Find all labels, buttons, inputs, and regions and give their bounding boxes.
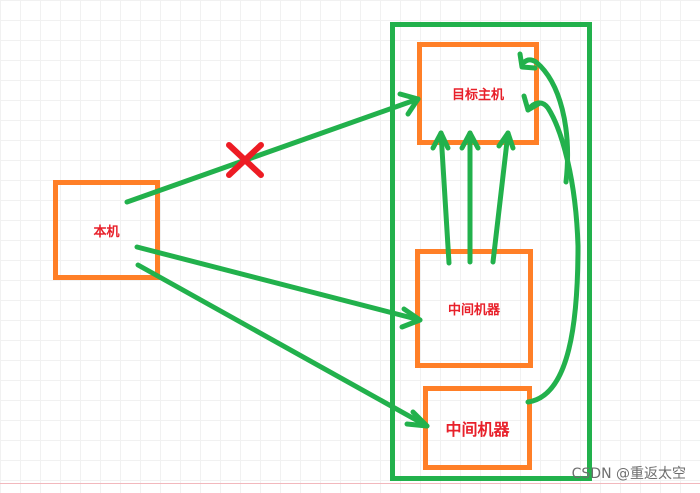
arrow-local-to-middle1 [134,244,423,330]
middle-machine-2-label: 中间机器 [445,420,510,439]
arrow-local-to-middle2 [135,262,430,429]
middle-machine-1-label: 中间机器 [447,303,500,318]
arrow-middle1-to-target-center [459,130,481,265]
target-host-label: 目标主机 [451,88,504,103]
local-machine-node: 本机 [53,180,160,280]
arrow-local-to-target [124,91,421,205]
target-host-node: 目标主机 [417,42,539,145]
watermark: CSDN @重返太空 [571,466,686,482]
arrow-middle1-to-target-left [430,130,452,266]
middle-machine-1-node: 中间机器 [415,249,533,368]
cross-icon [226,142,264,178]
local-machine-label: 本机 [93,224,120,240]
arrow-middle1-to-target-right [490,130,516,265]
arrow-middle1-return-to-target [517,51,571,185]
arrow-middle2-via-middle1-to-target [521,93,581,405]
internal-network-group [390,22,592,481]
bottom-border-line [0,483,700,484]
